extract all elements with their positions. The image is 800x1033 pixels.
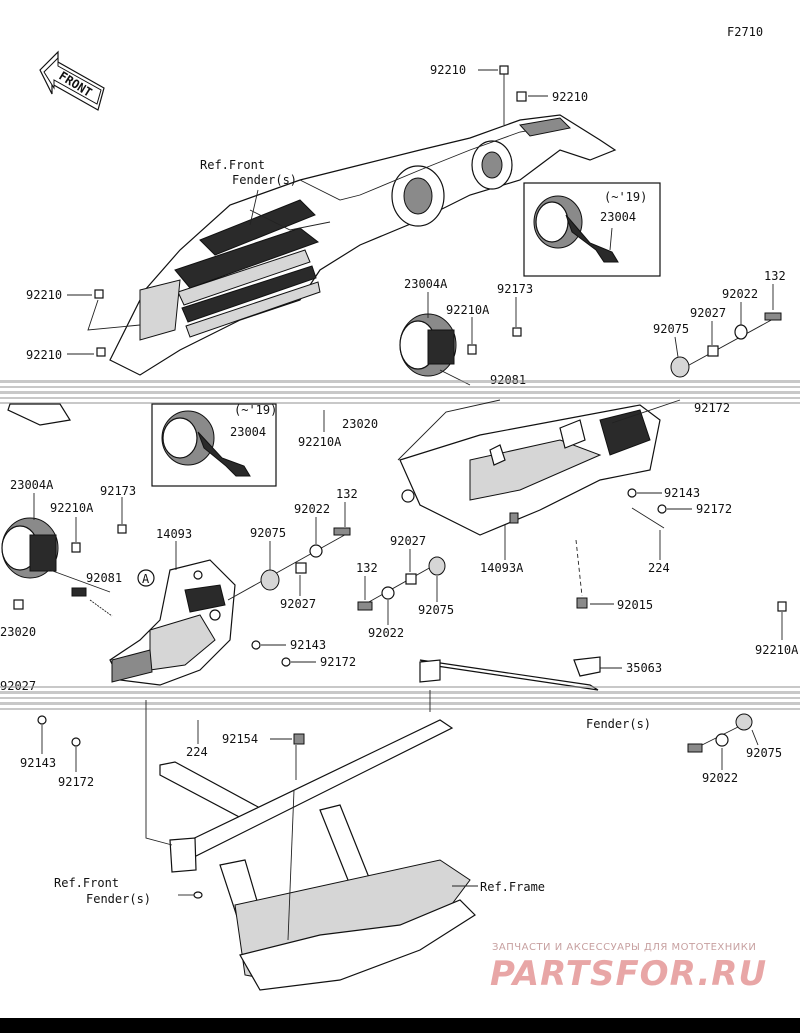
label-92143-l: 92143 [20,756,56,770]
headlight-23004A-left: 23004A [1,478,111,597]
label-92075-m: 92075 [250,526,286,540]
label-92075-r2: 92075 [746,746,782,760]
label-92210-left2: 92210 [26,348,62,362]
label-224-l: 224 [186,745,208,759]
label-132-m: 132 [336,487,358,501]
screw-92143-l: 92143 [20,715,56,770]
label-14093A: 14093A [480,561,524,575]
label-92210A-center: 92210A [446,303,490,317]
ref-frame: Ref.Frame [480,880,545,894]
label-92210-left1: 92210 [26,288,62,302]
callout-A-left: A [137,569,155,587]
inset-top-part: 23004 [600,210,636,224]
ref-front-fender-line2: Fender(s) [232,173,297,187]
headlight-23004A-center: 23004A [399,277,471,386]
label-92172-l: 92172 [58,775,94,789]
cover-grille [174,199,321,338]
inset-left-note: (~'19) [234,403,277,417]
ref-fender-right: Fender(s) [586,717,651,731]
ref-front-fender-bottom-line1: Ref.Front [54,876,119,890]
hardware-stack-right-bottom: 92022 92075 [687,713,782,785]
watermark-line1: ЗАПЧАСТИ И АКСЕССУАРЫ ДЛЯ МОТОТЕХНИКИ [492,942,756,953]
label-23020-center: 23020 [342,417,378,431]
inset-top-note: (~'19) [604,190,647,204]
clip-92173-left: 92173 [100,484,136,534]
clip-92210-left1: 92210 [26,288,141,331]
hardware-stack-middle: 92075 92022 132 92027 [227,487,358,611]
screw-92143-m: 92143 [251,638,326,652]
screw-92143-c: 92143 [627,486,700,500]
label-23004A-left: 23004A [10,478,54,492]
label-92210-top1: 92210 [430,63,466,77]
label-92022-m: 92022 [294,502,330,516]
label-92210A-left: 92210A [50,501,94,515]
clip-92210-left2: 92210 [26,347,106,362]
clip-92210A-left: 92210A [50,501,94,553]
label-23020-left: 23020 [0,625,36,639]
label-92081-left: 92081 [86,571,122,585]
inset-lamp-left: (~'19) 23004 [151,403,277,487]
label-92143-c: 92143 [664,486,700,500]
clip-92210-top2: 92210 [516,90,588,104]
label-92210A-right: 92210A [755,643,799,657]
scan-noise-band [0,380,800,404]
front-direction-arrow: FRONT [39,50,105,111]
label-92172-m: 92172 [320,655,356,669]
label-92075-r: 92075 [653,322,689,336]
bolt-92154: 92154 [222,732,305,746]
inset-lamp-top: (~'19) 23004 [523,182,661,277]
label-132-r: 132 [764,269,786,283]
bracket-35063: 35063 [419,656,662,691]
label-92022-r: 92022 [722,287,758,301]
label-92210A-center2: 92210A [298,435,342,449]
label-92027-r: 92027 [690,306,726,320]
screw-92172-l: 92172 [58,737,94,789]
spring-92081-left: 92081 [86,571,122,617]
screw-92172-m: 92172 [281,655,356,669]
ref-front-fender-line1: Ref.Front [200,158,265,172]
label-132-c: 132 [356,561,378,575]
label-92210-top2: 92210 [552,90,588,104]
inset-left-part: 23004 [230,425,266,439]
clip-92173-center: 92173 [497,282,533,337]
bottom-bar [0,1018,800,1033]
clip-92210A-right: 92210A [755,601,799,657]
label-92173-left: 92173 [100,484,136,498]
callout-A-text: A [142,572,150,586]
label-14093: 14093 [156,527,192,541]
label-224-c: 224 [648,561,670,575]
label-35063: 35063 [626,661,662,675]
label-92027-m: 92027 [280,597,316,611]
scan-noise-band-2 [0,686,800,710]
label-92154: 92154 [222,732,258,746]
bolt-224-c: 224 [631,507,670,575]
label-92143-m: 92143 [290,638,326,652]
clip-92210A-center: 92210A [446,303,490,355]
bolt-92015: 92015 [575,539,653,612]
hardware-stack-right: 132 92022 92027 92075 [653,269,786,378]
frame-structure [145,690,476,991]
clip-92210-top: 92210 [430,63,509,125]
label-92172-c: 92172 [696,502,732,516]
label-23004A-center: 23004A [404,277,448,291]
figure-code: F2710 [727,25,763,39]
label-92027-c: 92027 [390,534,426,548]
front-fender-cover [109,114,617,376]
label-92172-right-cut: 92172 [694,401,730,415]
ref-front-fender-bottom-line2: Fender(s) [86,892,151,906]
watermark-line2: PARTSFOR.RU [490,954,767,994]
label-92173-center: 92173 [497,282,533,296]
watermark: ЗАПЧАСТИ И АКСЕССУАРЫ ДЛЯ МОТОТЕХНИКИ PA… [490,942,767,994]
hardware-stack-center: 132 92027 92022 92075 [356,534,454,640]
label-92022-c: 92022 [368,626,404,640]
bracket-14093A [397,399,681,536]
label-92075-c: 92075 [418,603,454,617]
bracket-14093: 14093 [109,527,236,686]
screw-92172-c: 92172 [657,502,732,516]
label-92022-r2: 92022 [702,771,738,785]
label-92015: 92015 [617,598,653,612]
